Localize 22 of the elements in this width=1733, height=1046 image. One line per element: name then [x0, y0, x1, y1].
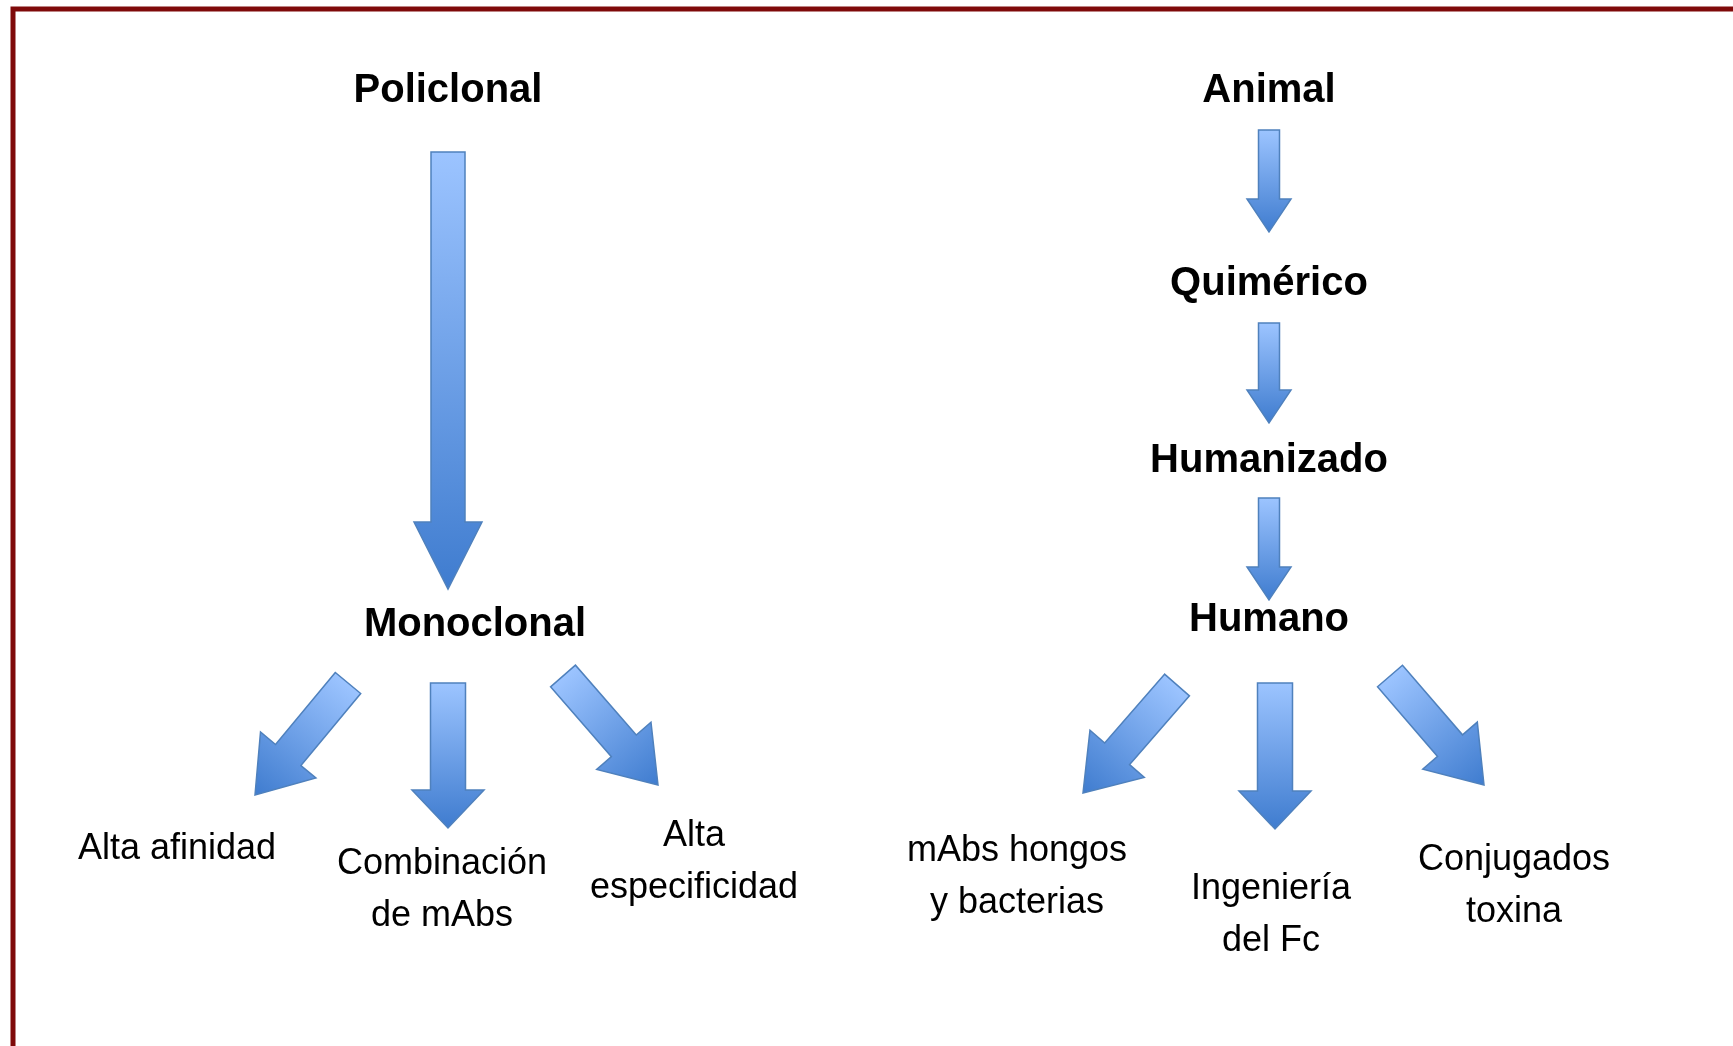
block-arrow [1245, 497, 1293, 602]
property-label: mAbs hongos y bacterias [898, 822, 1136, 928]
block-arrow [254, 671, 362, 796]
block-arrow [412, 151, 484, 591]
property-label: Ingeniería del Fc [1178, 860, 1364, 966]
category-heading: Policlonal [353, 59, 543, 117]
block-arrow [1237, 682, 1313, 831]
category-heading: Humanizado [1150, 429, 1388, 487]
property-label: Combinación de mAbs [328, 835, 556, 941]
block-arrow [1245, 129, 1293, 234]
block-arrow [1245, 322, 1293, 425]
property-label: Alta especificidad [580, 807, 808, 913]
property-label: Alta afinidad [57, 820, 297, 874]
property-label: Conjugados toxina [1406, 831, 1622, 937]
block-arrow [1376, 664, 1485, 786]
block-arrow [549, 664, 659, 786]
block-arrow [1082, 673, 1191, 794]
category-heading: Monoclonal [363, 593, 587, 651]
category-heading: Quimérico [1170, 252, 1368, 310]
category-heading: Humano [1189, 588, 1349, 646]
block-arrow [410, 682, 486, 830]
category-heading: Animal [1202, 59, 1336, 117]
